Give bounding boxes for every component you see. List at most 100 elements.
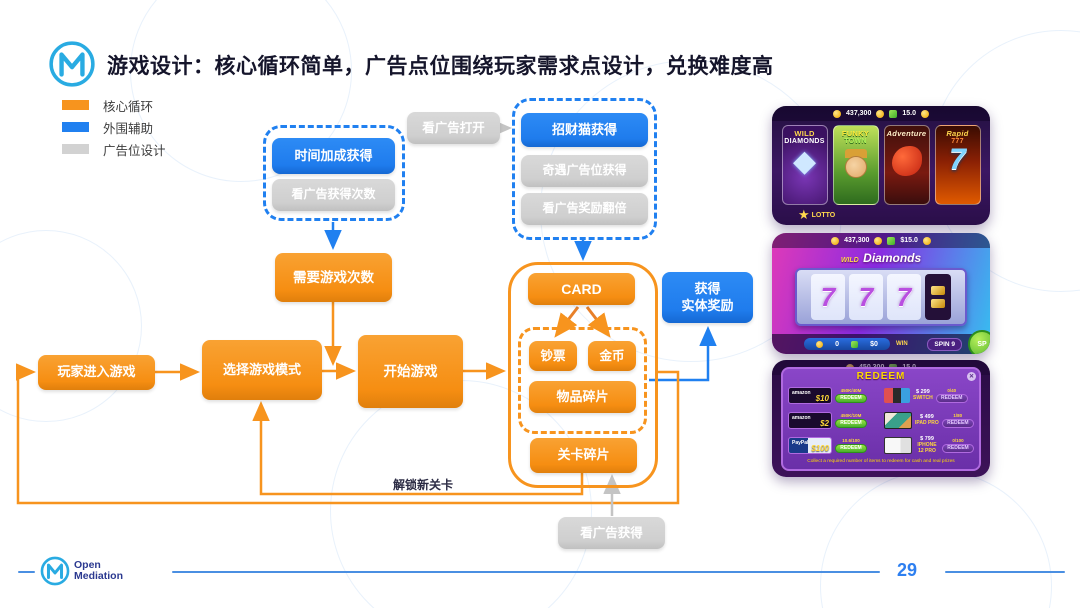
node-watch-ad-open: 看广告打开: [407, 112, 500, 144]
gift-card-price: $10: [815, 393, 829, 403]
redeem-progress: 10.6/100: [842, 437, 860, 443]
legend-label: 广告位设计: [103, 143, 166, 158]
prize-price: $ 299: [915, 388, 930, 395]
slot-reel: 7: [887, 274, 921, 320]
spin-button: SP: [968, 330, 990, 354]
lobby-coin-count: 437,300: [846, 110, 872, 117]
node-choose-mode: 选择游戏模式: [202, 340, 322, 400]
gift-card-brand: amazon: [792, 414, 811, 421]
gift-card-image: amazon $10: [788, 386, 832, 404]
prize-price: $ 499: [920, 413, 934, 420]
legend-item-core-loop: 核心循环: [62, 98, 166, 114]
gift-card-price: $2: [820, 418, 829, 428]
redeem-button: REDEEM: [942, 443, 974, 453]
redeem-item-amazon-10: amazon $10 450K/40M REDEEM: [788, 383, 878, 407]
reel-symbol: 7: [820, 281, 836, 312]
reel-symbol: 7: [896, 281, 912, 312]
node-ad-reward-double: 看广告奖励翻倍: [521, 193, 648, 225]
footer-line: [172, 571, 880, 573]
star-icon: ★: [798, 207, 810, 222]
dashed-group-fragments: [518, 327, 647, 434]
character-face-shape: [844, 156, 867, 178]
slot-bottombar: 0 $0 WIN SPIN 9 SP: [772, 330, 990, 354]
prize-price: $ 799: [920, 436, 934, 442]
win-coins-value: 0: [835, 340, 839, 348]
slot-reel: 7: [811, 274, 845, 320]
open-mediation-logo-icon: [48, 40, 96, 88]
label-unlock-new-level: 解锁新关卡: [393, 478, 454, 492]
game-card-adventure: Adventure: [883, 125, 930, 205]
node-card: CARD: [528, 273, 635, 305]
slot-title-prefix: WILD: [840, 257, 859, 264]
redeem-progress: 0/40: [947, 387, 957, 393]
legend-swatch-gray: [62, 144, 89, 154]
redeem-item-ipad: $ 499 IPAD PRO 1/80 REDEEM: [884, 408, 974, 432]
redeem-button: REDEEM: [835, 393, 867, 403]
node-lucky-cat: 招财猫获得: [521, 113, 648, 147]
lotto-badge: ★ LOTTO: [798, 207, 835, 223]
spin-count-pill: SPIN 9: [927, 337, 962, 351]
page-number: 29: [897, 560, 918, 580]
legend-swatch-orange: [62, 100, 89, 110]
footer-logo: Open Mediation: [40, 556, 123, 586]
dashed-group-time-bonus: [263, 125, 405, 221]
game-card-title: 777: [951, 138, 964, 145]
node-start-game: 开始游戏: [358, 335, 463, 408]
page-title: 游戏设计：核心循环简单，广告点位围绕玩家需求点设计，兑换难度高: [107, 55, 774, 78]
redeem-progress: 1/80: [953, 412, 963, 418]
plus-coin-icon: [874, 236, 883, 245]
legend-item-ad-design: 广告位设计: [62, 142, 166, 158]
node-adventure-ad-slot: 奇遇广告位获得: [521, 155, 648, 187]
node-watch-ad-times: 看广告获得次数: [272, 179, 395, 211]
screenshot-redeem: 450,300 15.0 REDEEM ✕ amazon $10 450K/40…: [772, 360, 990, 477]
footer-logo-text: Open: [74, 558, 101, 571]
footer-line: [945, 571, 1065, 573]
win-label: WIN: [896, 341, 908, 347]
game-card-title: FUNKY: [841, 129, 870, 138]
slot-title: WILD Diamonds: [772, 249, 990, 267]
redeem-button: REDEEM: [935, 393, 968, 403]
game-card-title: TOWN: [844, 138, 867, 145]
redeem-item-paypal: PayPal $100 10.6/100 REDEEM: [788, 433, 878, 457]
plus-coin-icon: [920, 109, 929, 118]
lotto-label: LOTTO: [811, 211, 836, 219]
prize-name: IPHONE 12 PRO: [917, 442, 937, 454]
screenshot-game-lobby: 437,300 15.0 WILD DIAMONDS ◆ FUNKY TOWN …: [772, 106, 990, 225]
redeem-item-switch: $ 299 SWITCH 0/40 REDEEM: [884, 383, 974, 407]
game-card-wild-diamonds: WILD DIAMONDS ◆: [781, 125, 828, 205]
legend-swatch-blue: [62, 122, 89, 132]
redeem-button: REDEEM: [835, 418, 867, 428]
node-time-bonus: 时间加成获得: [272, 138, 395, 174]
game-card-title: WILD: [794, 129, 815, 138]
gift-card-price: $100: [811, 443, 829, 453]
redeem-panel: REDEEM ✕ amazon $10 450K/40M REDEEM: [781, 367, 981, 471]
open-mediation-logo-icon: [40, 556, 70, 586]
game-card-title: Rapid: [946, 129, 969, 138]
redeem-progress: 450K/10M: [840, 412, 862, 418]
slot-cash-count: $15.0: [900, 237, 918, 244]
redeem-button: REDEEM: [941, 418, 974, 428]
plus-coin-icon: [922, 236, 931, 245]
lobby-cash-count: 15.0: [902, 110, 916, 117]
win-amount-pill: 0 $0: [804, 338, 890, 350]
spin-button-label: SP: [977, 340, 987, 348]
dragon-shape: [891, 146, 922, 176]
node-real-reward-line1: 获得: [694, 280, 721, 296]
cowboy-hat-shape: [844, 149, 867, 158]
dashed-group-lucky-cat: [512, 98, 657, 240]
prize-name: SWITCH: [913, 394, 933, 401]
gift-card-image: amazon $2: [788, 411, 832, 429]
slot-coin-count: 437,300: [844, 237, 870, 244]
redeem-grid: amazon $10 450K/40M REDEEM $ 299 SWITCH: [788, 383, 974, 457]
coin-icon: [816, 340, 824, 348]
cash-icon: [889, 109, 898, 118]
node-player-enter: 玩家进入游戏: [38, 355, 155, 390]
node-real-reward-line2: 实体奖励: [681, 297, 734, 313]
ipad-image: [884, 411, 912, 429]
footer-logo-text: Mediation: [74, 570, 123, 582]
slot-topbar: 437,300 $15.0: [772, 233, 990, 248]
screenshot-slot-machine: 437,300 $15.0 WILD Diamonds 7 7 7 0 $0: [772, 233, 990, 354]
gift-card-brand: PayPal: [792, 439, 809, 446]
iphone-image: [884, 436, 912, 454]
